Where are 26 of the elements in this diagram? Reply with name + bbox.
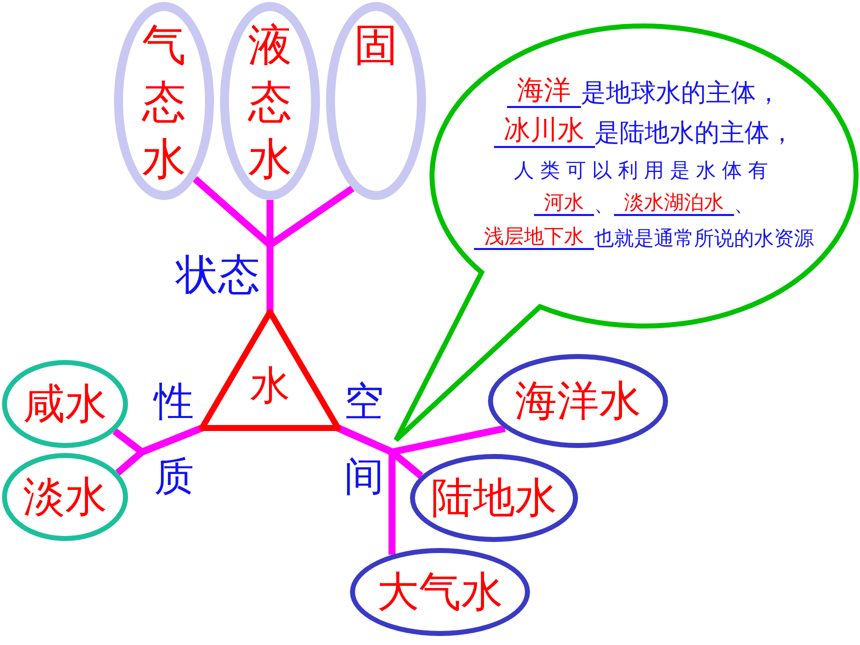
ellipse-label: 咸水 xyxy=(23,380,107,428)
fill-in-line: 河水 xyxy=(534,191,594,216)
fill-in-line: 浅层地下水 xyxy=(474,225,594,250)
fill-in-line: 淡水湖泊水 xyxy=(614,191,734,216)
ellipse-label: 大气水 xyxy=(377,568,503,616)
connector-line xyxy=(115,424,204,476)
ellipse-label: 陆地水 xyxy=(431,474,557,522)
ellipse-label: 固 xyxy=(354,19,398,73)
triangle-shape xyxy=(196,306,344,434)
ellipse-label: 液态水 xyxy=(248,19,292,188)
ellipse-label: 气态水 xyxy=(142,19,186,188)
connector-line xyxy=(336,424,396,555)
list-separator: 、 xyxy=(594,193,614,216)
question-text: 也就是通常所说的水资源 xyxy=(594,227,814,250)
ellipse-label: 淡水 xyxy=(23,472,107,522)
fill-in-line: 海洋 xyxy=(507,74,581,108)
question-text: 是地球水的主体， xyxy=(581,79,781,108)
triangle-label: 水 xyxy=(250,366,290,406)
branch-label: 状态 xyxy=(176,252,260,298)
fill-in-line: 冰川水 xyxy=(494,114,594,148)
branch-label: 空间 xyxy=(344,378,384,502)
ellipse-label: 海洋水 xyxy=(515,376,641,426)
branch-label: 性质 xyxy=(154,378,194,502)
question-text: 人类可以利用是水体有 xyxy=(514,159,774,182)
list-separator: 、 xyxy=(734,193,754,216)
question-text: 是陆地水的主体， xyxy=(594,119,794,148)
